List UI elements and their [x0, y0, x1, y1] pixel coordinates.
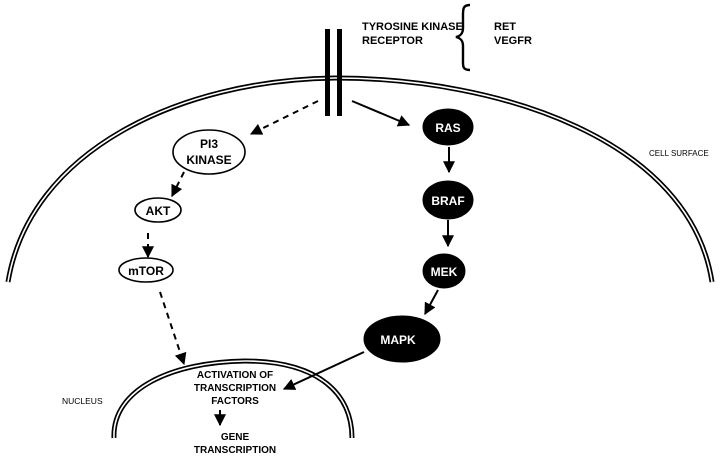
gene-label-line2: TRANSCRIPTION — [194, 445, 276, 456]
receptor-example-vegfr: VEGFR — [494, 35, 532, 47]
arrow-receptor-to-ras — [351, 100, 411, 127]
activation-label-line2: TRANSCRIPTION — [194, 383, 276, 394]
node-braf: BRAF — [422, 180, 474, 220]
pi3k-label-line1: PI3 — [200, 137, 218, 151]
curly-brace-icon — [455, 3, 471, 72]
mapk-label: MAPK — [380, 333, 416, 347]
braf-label: BRAF — [431, 194, 464, 208]
arrow-receptor-to-pi3k — [249, 100, 319, 135]
activation-label-line1: ACTIVATION OF — [197, 370, 273, 381]
pi3k-label-line2: KINASE — [186, 153, 231, 167]
cell-surface-label: CELL SURFACE — [649, 149, 709, 158]
tyrosine-kinase-receptor — [325, 29, 342, 116]
node-pi3-kinase: PI3 KINASE — [172, 129, 246, 175]
ras-label: RAS — [435, 121, 460, 135]
node-mtor: mTOR — [118, 257, 174, 283]
nucleus-label: NUCLEUS — [62, 396, 103, 406]
activation-label-line3: FACTORS — [211, 396, 259, 407]
mek-label: MEK — [431, 265, 458, 279]
receptor-label-line1: TYROSINE KINASE — [362, 21, 463, 33]
arrow-mek-to-mapk — [424, 289, 439, 316]
akt-label: AKT — [146, 204, 171, 218]
mtor-label: mTOR — [128, 264, 164, 278]
node-akt: AKT — [134, 197, 182, 223]
arrow-mapk-to-transcription — [282, 351, 365, 390]
node-mapk: MAPK — [363, 315, 441, 363]
node-ras: RAS — [422, 108, 474, 146]
nucleus-membrane — [111, 358, 355, 439]
arrow-pi3k-to-akt — [171, 171, 185, 198]
receptor-example-ret: RET — [494, 21, 516, 33]
arrow-mtor-to-nucleus — [159, 291, 187, 366]
gene-label-line1: GENE — [221, 432, 250, 443]
node-mek: MEK — [422, 253, 466, 289]
cell-membrane — [5, 75, 715, 283]
receptor-bar-left — [325, 29, 330, 116]
receptor-bar-right — [337, 29, 342, 116]
receptor-label-line2: RECEPTOR — [362, 35, 423, 47]
